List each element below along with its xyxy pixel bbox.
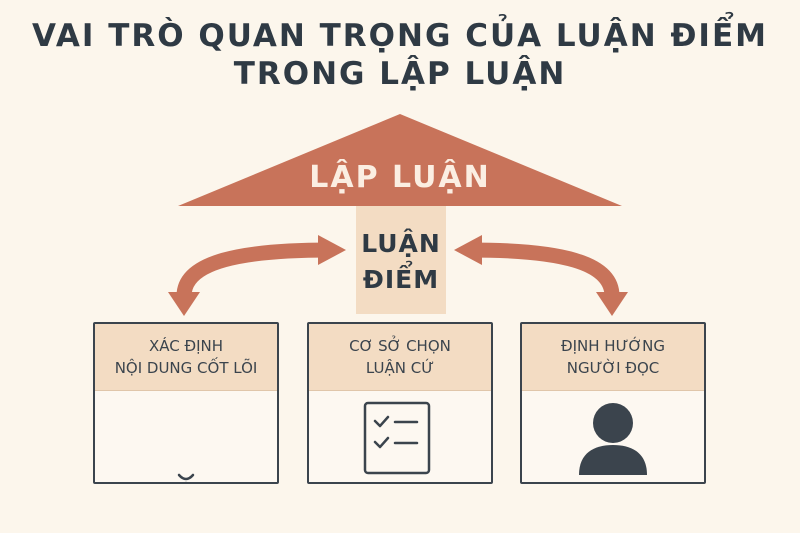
box-argument-basis-header: CƠ SỞ CHỌN LUẬN CỨ xyxy=(309,324,491,391)
box-reader-orientation: ĐỊNH HƯỚNG NGƯỜI ĐỌC xyxy=(520,322,706,484)
checklist-icon xyxy=(363,401,431,475)
pillar-label-line-2: ĐIỂM xyxy=(362,265,440,294)
right-arrow xyxy=(454,235,628,316)
scales-icon xyxy=(177,473,195,483)
box-core-content-line-1: XÁC ĐỊNH xyxy=(148,337,224,355)
box-reader-orientation-line-2: NGƯỜI ĐỌC xyxy=(566,359,660,377)
roof-triangle xyxy=(178,114,622,206)
box-argument-basis-line-2: LUẬN CỨ xyxy=(365,359,435,377)
box-reader-orientation-line-1: ĐỊNH HƯỚNG xyxy=(560,337,665,355)
box-argument-basis-line-1: CƠ SỞ CHỌN xyxy=(349,337,451,355)
left-arrow xyxy=(168,235,346,316)
box-core-content-line-2: NỘI DUNG CỐT LÕI xyxy=(114,359,258,377)
pillar-label: LUẬN ĐIỂM xyxy=(356,226,446,298)
pillar xyxy=(356,206,446,314)
title-line-2: TRONG LẬP LUẬN xyxy=(233,56,567,92)
box-core-content-header: XÁC ĐỊNH NỘI DUNG CỐT LÕI xyxy=(95,324,277,391)
box-reader-orientation-header: ĐỊNH HƯỚNG NGƯỜI ĐỌC xyxy=(522,324,704,391)
box-argument-basis: CƠ SỞ CHỌN LUẬN CỨ xyxy=(307,322,493,484)
title-line-1: VAI TRÒ QUAN TRỌNG CỦA LUẬN ĐIỂM xyxy=(31,18,768,54)
user-icon xyxy=(579,403,647,475)
pillar-label-line-1: LUẬN xyxy=(361,229,441,258)
box-core-content: XÁC ĐỊNH NỘI DUNG CỐT LÕI xyxy=(93,322,279,484)
roof-label: LẬP LUẬN xyxy=(309,160,491,195)
